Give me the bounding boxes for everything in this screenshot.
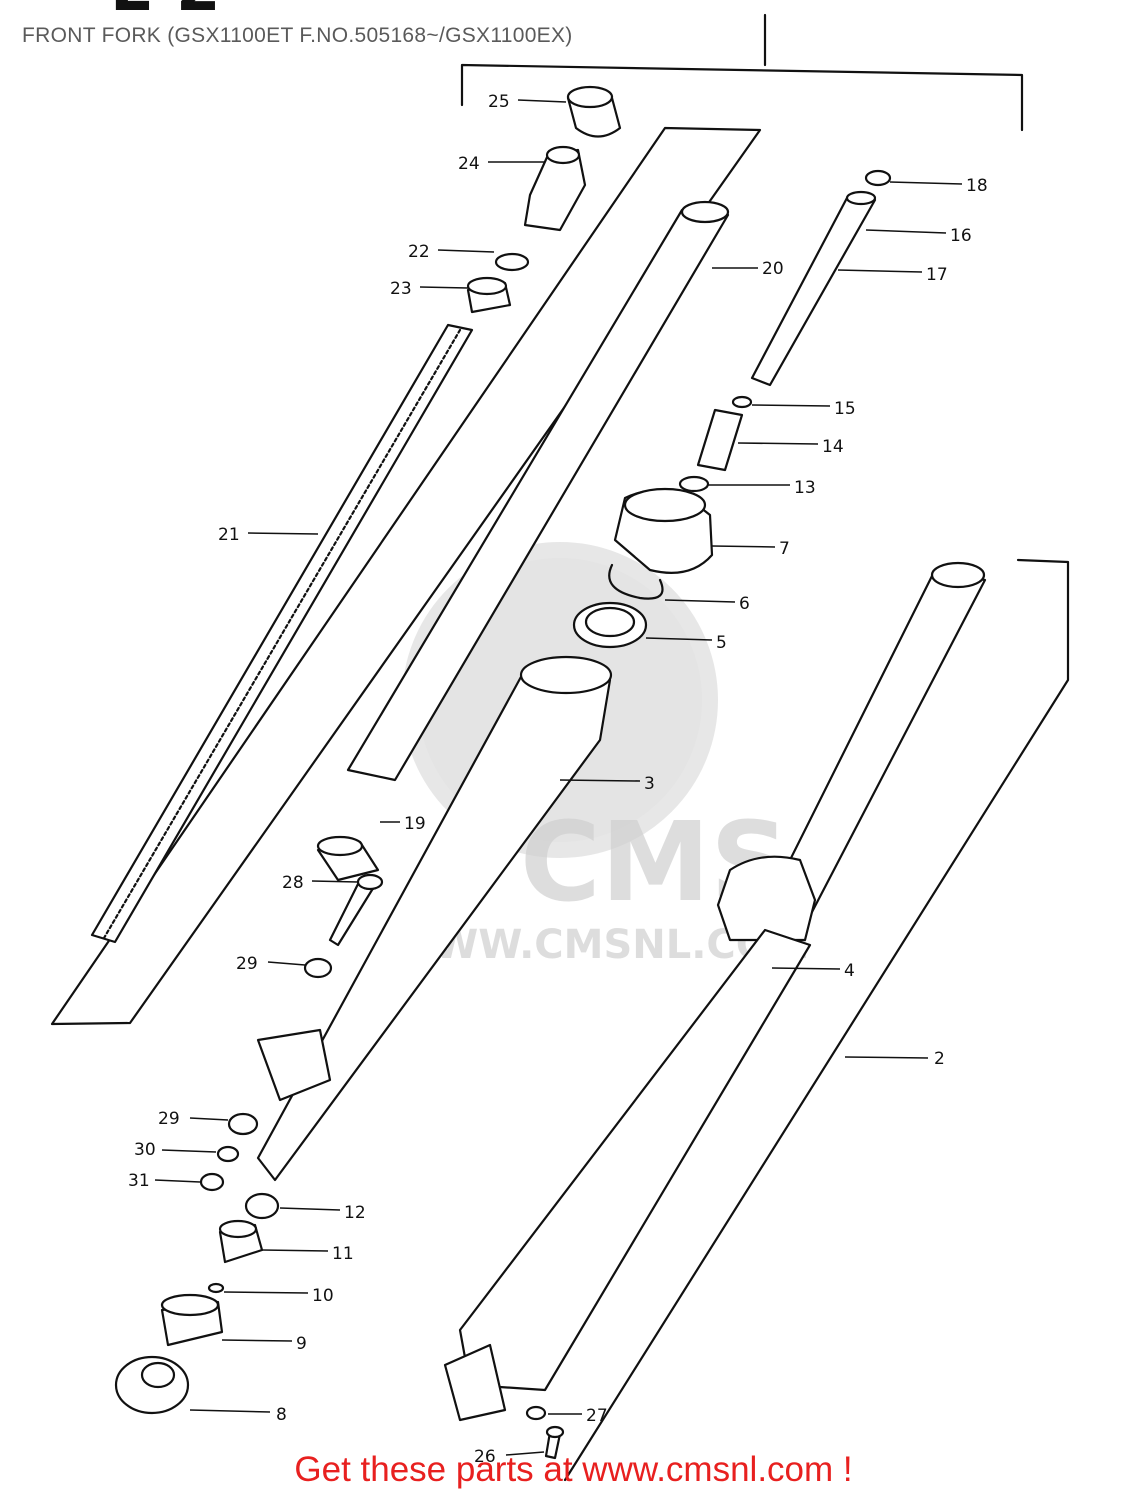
part-9-spacer bbox=[160, 1293, 224, 1347]
callout-30: 30 bbox=[134, 1140, 156, 1160]
callout-10: 10 bbox=[312, 1286, 334, 1306]
callout-3: 3 bbox=[644, 774, 655, 794]
callout-16: 16 bbox=[950, 226, 972, 246]
part-14-spring-seat bbox=[696, 408, 744, 472]
section-mark: E 2 bbox=[110, 0, 221, 26]
callout-7: 7 bbox=[779, 539, 790, 559]
part-16-17-damper-rod bbox=[750, 190, 877, 387]
callout-9: 9 bbox=[296, 1334, 307, 1354]
part-26-drain-screw bbox=[544, 1425, 565, 1460]
part-3-outer-tube-left bbox=[256, 655, 613, 1182]
callout-2: 2 bbox=[934, 1049, 945, 1069]
footer-link[interactable]: Get these parts at www.cmsnl.com ! bbox=[294, 1450, 853, 1489]
callout-11: 11 bbox=[332, 1244, 354, 1264]
callout-24: 24 bbox=[458, 154, 480, 174]
callout-13: 13 bbox=[794, 478, 816, 498]
callout-5: 5 bbox=[716, 633, 727, 653]
callout-20: 20 bbox=[762, 259, 784, 279]
callout-31: 31 bbox=[128, 1171, 150, 1191]
part-5-oil-seal bbox=[572, 601, 648, 649]
part-12-washer bbox=[244, 1192, 280, 1220]
callout-19: 19 bbox=[404, 814, 426, 834]
callout-25: 25 bbox=[488, 92, 510, 112]
diagram-title: FRONT FORK (GSX1100ET F.NO.505168~/GSX11… bbox=[22, 24, 573, 47]
part-22-o-ring bbox=[494, 252, 530, 272]
callout-14: 14 bbox=[822, 437, 844, 457]
part-25-cap bbox=[566, 85, 622, 138]
part-27-washer bbox=[525, 1405, 547, 1421]
part-24-valve bbox=[523, 145, 587, 232]
callout-8: 8 bbox=[276, 1405, 287, 1425]
callout-26: 26 bbox=[474, 1447, 496, 1467]
part-30-washer bbox=[216, 1145, 240, 1163]
part-11-cap bbox=[218, 1219, 264, 1264]
callout-17: 17 bbox=[926, 265, 948, 285]
callout-22: 22 bbox=[408, 242, 430, 262]
part-31-nut bbox=[199, 1172, 225, 1192]
callout-29-lower: 29 bbox=[158, 1109, 180, 1129]
part-13-o-ring bbox=[678, 475, 710, 493]
part-18-nut bbox=[864, 169, 892, 187]
callout-18: 18 bbox=[966, 176, 988, 196]
part-23-bushing bbox=[466, 276, 512, 314]
part-8-axle-nut bbox=[114, 1355, 190, 1415]
callout-4: 4 bbox=[844, 961, 855, 981]
part-6-stopper-ring bbox=[608, 563, 664, 600]
group-bracket-right bbox=[563, 558, 1070, 1482]
part-29-washer-lower bbox=[227, 1112, 259, 1136]
callouts: 25 24 22 23 20 18 16 17 15 14 13 7 6 5 3… bbox=[128, 92, 988, 1467]
callout-29-upper: 29 bbox=[236, 954, 258, 974]
callout-23: 23 bbox=[390, 279, 412, 299]
part-28-bolt bbox=[328, 873, 384, 947]
part-2-lower-leg bbox=[443, 928, 812, 1422]
part-19-piston bbox=[316, 835, 380, 882]
callout-15: 15 bbox=[834, 399, 856, 419]
part-4-outer-tube-right bbox=[716, 561, 987, 942]
part-29-washer-upper bbox=[303, 957, 333, 979]
callout-12: 12 bbox=[344, 1203, 366, 1223]
group-bracket-top bbox=[460, 13, 1024, 132]
part-10-ring bbox=[207, 1282, 225, 1294]
part-21-spring bbox=[90, 323, 474, 944]
callout-27: 27 bbox=[586, 1406, 608, 1426]
part-7-dust-seal bbox=[613, 487, 714, 574]
part-15-ring bbox=[731, 395, 753, 409]
callout-21: 21 bbox=[218, 525, 240, 545]
callout-28: 28 bbox=[282, 873, 304, 893]
group-bracket-inner bbox=[50, 126, 762, 1026]
callout-6: 6 bbox=[739, 594, 750, 614]
part-20-inner-tube bbox=[346, 200, 730, 782]
